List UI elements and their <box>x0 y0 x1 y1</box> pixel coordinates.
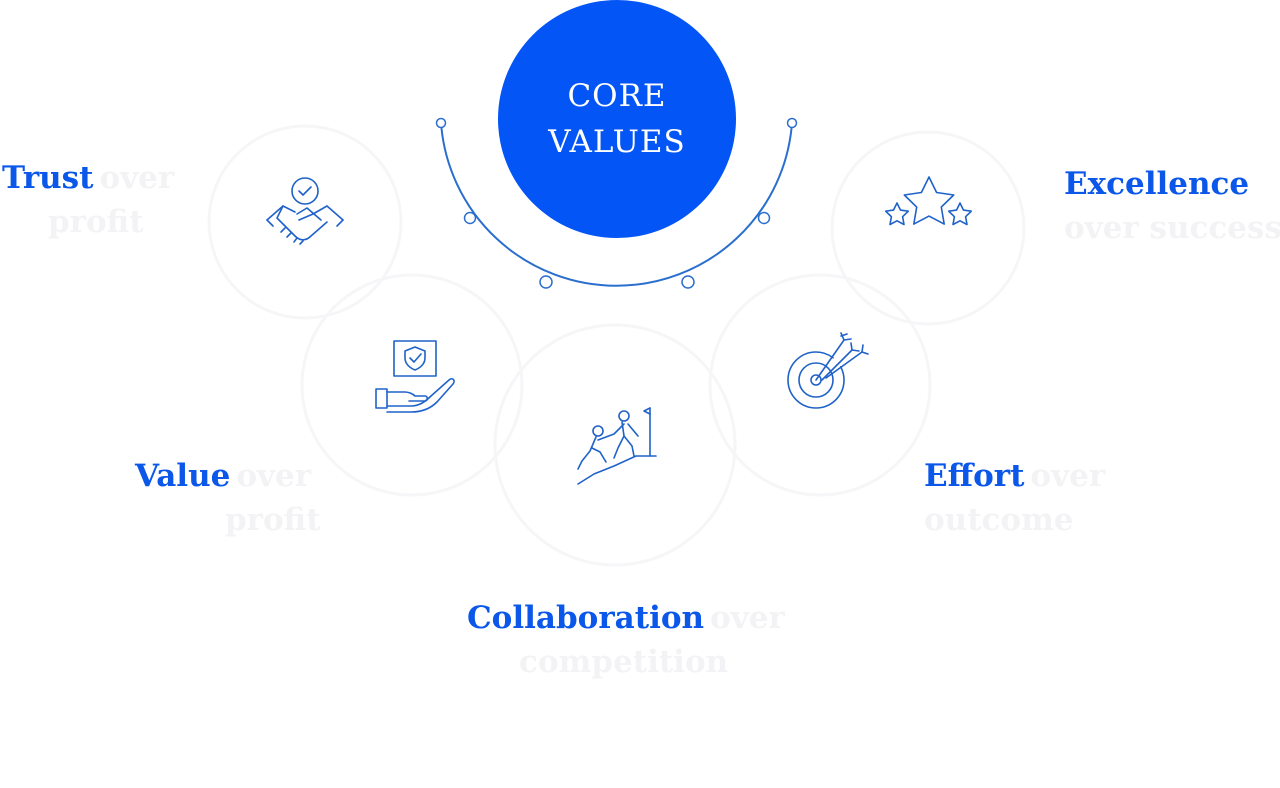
value-sub-effort: outcome <box>924 502 1074 538</box>
core-values-circle: CORE VALUES <box>498 0 736 238</box>
value-title-excellence: Excellence <box>1064 166 1250 202</box>
arc-node <box>539 275 553 289</box>
value-title-trust: Trust <box>2 160 94 196</box>
value-sub-trust: profit <box>48 204 144 240</box>
arc-node <box>463 211 477 225</box>
handshake-check-icon <box>266 177 344 245</box>
three-stars-icon <box>884 176 973 226</box>
value-faint-trust: over <box>99 160 175 196</box>
hand-shield-icon <box>375 340 455 413</box>
connector-arc <box>435 117 798 289</box>
value-sub-collaboration: competition <box>519 644 729 680</box>
core-title-line2: VALUES <box>548 124 686 160</box>
watermark-ring-effort <box>708 273 932 497</box>
arc-node <box>681 275 695 289</box>
value-faint-effort: over <box>1030 458 1106 494</box>
value-faint-collaboration: over <box>710 600 785 636</box>
value-sub-value: profit <box>225 502 321 538</box>
arc-node <box>435 117 447 129</box>
watermark-ring-collaboration <box>493 323 737 567</box>
value-title-collaboration: Collaboration <box>467 600 705 636</box>
watermark-ring-value <box>300 273 524 497</box>
core-title-line1: CORE <box>567 78 667 114</box>
value-title-value: Value <box>135 458 231 494</box>
target-arrows-icon <box>787 332 869 409</box>
watermark-rings <box>207 124 1026 567</box>
climbers-flag-icon <box>577 407 657 485</box>
value-sub-excellence: over success <box>1064 210 1280 246</box>
arc-node <box>786 117 798 129</box>
value-title-effort: Effort <box>924 458 1025 494</box>
watermark-ring-excellence <box>830 130 1026 326</box>
arc-node <box>757 211 771 225</box>
value-excellence: Excellence over success <box>1064 164 1280 248</box>
watermark-ring-trust <box>207 124 403 320</box>
value-faint-value: over <box>236 458 312 494</box>
